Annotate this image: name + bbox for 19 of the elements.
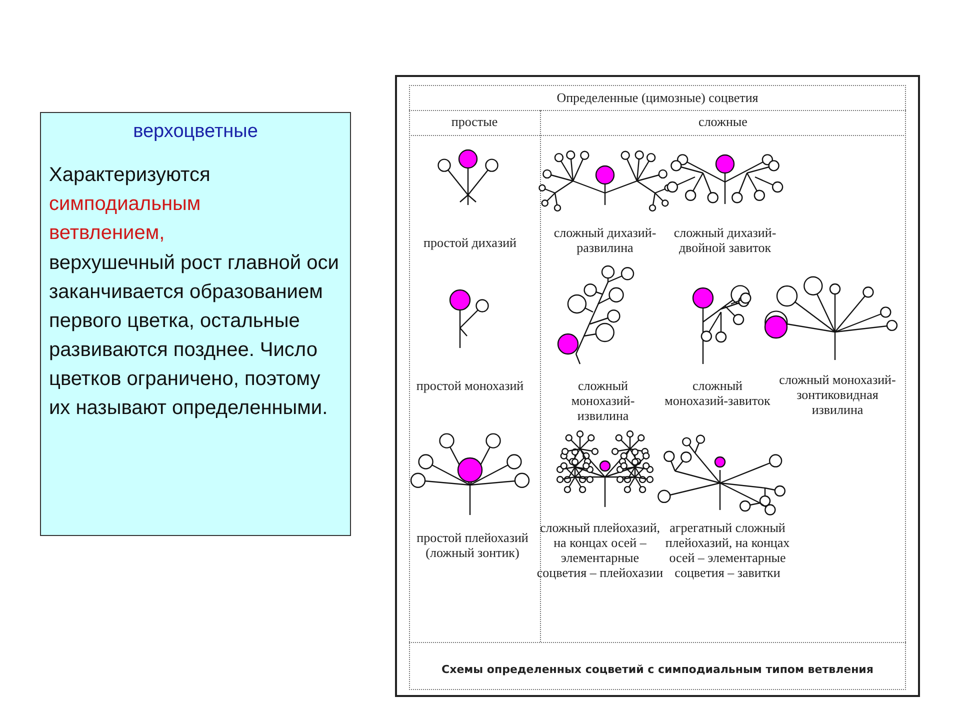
caption: сложный дихазий-двойной завиток [672, 225, 778, 255]
footer-caption: Схемы определенных соцветий с симподиальным типом ветвления [440, 662, 874, 677]
caption: простой монохазий [415, 378, 525, 393]
caption: сложный монохазий-завиток [664, 378, 772, 408]
caption: сложный монохазий-извилина [570, 378, 636, 423]
heading: верхоцветные [132, 121, 259, 143]
column-header: простые [450, 114, 499, 129]
column-header: сложные [698, 114, 748, 129]
caption: агрегатный сложный плейохазий, на концах осей – элементарные соцветия – завитки [664, 520, 791, 580]
table-title: Определенные (цимозные) соцветия [556, 90, 760, 105]
caption: сложный плейохазий, на концах осей – элементарные соцветия – плейохазии [536, 520, 664, 580]
caption: сложный монохазий-зонтиковидная извилина [778, 372, 897, 417]
body-text: Характеризуются [49, 163, 212, 188]
text-card [40, 112, 351, 536]
highlighted-text: симподиальным ветвлением, [49, 192, 202, 246]
body-text: верхушечный рост главной оси заканчивается образованием первого цветка, остальные развиваются позднее. Число цветков ограничено, поэтому их называют определенными. [49, 251, 339, 421]
caption: простой дихазий [422, 235, 518, 250]
caption: сложный дихазий-развилина [552, 225, 658, 255]
caption: простой плейохазий (ложный зонтик) [416, 530, 530, 560]
